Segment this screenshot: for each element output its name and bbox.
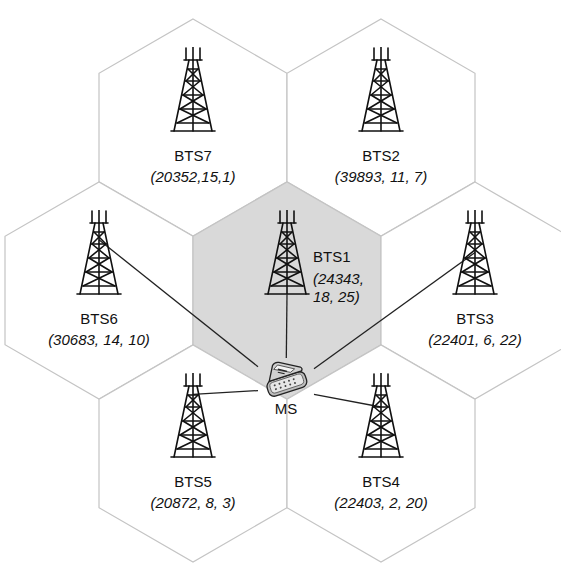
cell-coordinates: (30683, 14, 10) [5, 331, 193, 349]
station-name: BTS3 [381, 310, 561, 328]
cell-coordinates: (24343, 18, 25) [313, 270, 385, 306]
phone-icon [259, 358, 313, 398]
tower-icon [263, 210, 311, 295]
mobile-station: MS [258, 358, 314, 420]
tower-icon [357, 373, 405, 458]
station-name: BTS5 [99, 473, 287, 491]
tower-icon [75, 210, 123, 295]
tower-icon [169, 47, 217, 132]
cell-coordinates: (22403, 2, 20) [287, 494, 475, 512]
cell-hexagon: BTS2 (39893, 11, 7) [287, 19, 475, 236]
tower-icon [169, 373, 217, 458]
cell-hexagon: BTS7 (20352,15,1) [99, 19, 287, 236]
station-name: BTS6 [5, 310, 193, 328]
tower-icon [357, 47, 405, 132]
station-name: BTS4 [287, 473, 475, 491]
station-name: BTS2 [287, 147, 475, 165]
station-name: BTS1 [313, 248, 385, 266]
station-name: BTS7 [99, 147, 287, 165]
cell-coordinates: (22401, 6, 22) [381, 331, 561, 349]
cell-hexagon: BTS5 (20872, 8, 3) [99, 345, 287, 562]
cell-coordinates: (20352,15,1) [99, 168, 287, 186]
station-label: MS [258, 400, 314, 418]
hexagon-outline [381, 182, 561, 399]
cell-hexagon: BTS6 (30683, 14, 10) [5, 182, 193, 399]
cell-coordinates: (39893, 11, 7) [287, 168, 475, 186]
tower-icon [451, 210, 499, 295]
cell-hexagon: BTS3 (22401, 6, 22) [381, 182, 561, 399]
cell-coordinates: (20872, 8, 3) [99, 494, 287, 512]
cell-hexagon: BTS4 (22403, 2, 20) [287, 345, 475, 562]
